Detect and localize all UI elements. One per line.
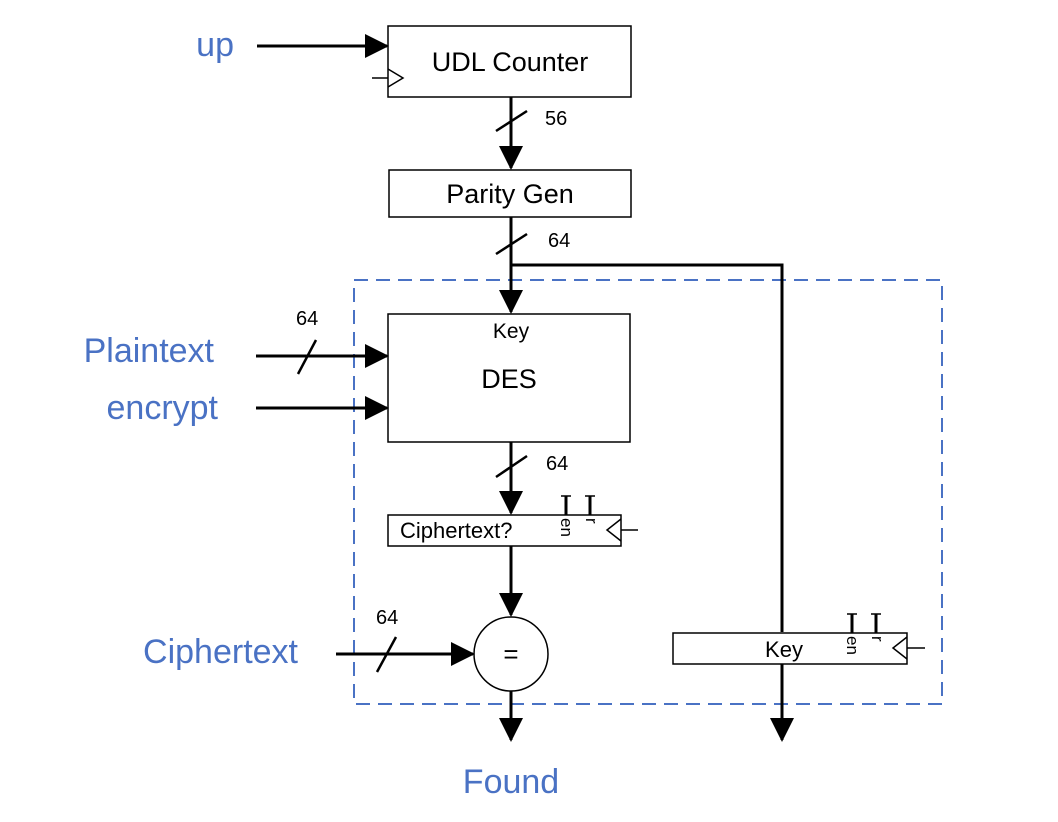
- key-register-label: Key: [765, 637, 803, 662]
- parity-gen-block: [388, 169, 632, 218]
- key-branch-wire: [511, 263, 784, 632]
- compare-symbol: =: [503, 639, 518, 669]
- plaintext-input-label: Plaintext: [84, 332, 215, 370]
- key-reg-clock-triangle: [891, 636, 908, 660]
- plaintext-bus-width: 64: [296, 308, 318, 330]
- found-output-label: Found: [463, 763, 559, 801]
- ct-reg-enable-pin: en: [557, 518, 576, 537]
- des-label: DES: [481, 364, 537, 394]
- ciphertext-bus-width: 64: [376, 607, 398, 629]
- parity-gen-label: Parity Gen: [446, 179, 574, 209]
- des-key-port-label: Key: [493, 320, 530, 343]
- counter-bus-width: 56: [545, 108, 567, 130]
- search-unit-boundary: [353, 279, 943, 705]
- udl-counter-label: UDL Counter: [432, 47, 589, 77]
- ct-reg-clock-triangle: [605, 518, 622, 542]
- des-block: [387, 313, 631, 443]
- parity-bus-slash: [495, 232, 528, 256]
- des-bus-slash: [495, 454, 528, 479]
- ciphertext-input-label: Ciphertext: [143, 633, 299, 671]
- counter-bus-slash: [495, 109, 528, 133]
- parity-bus-width: 64: [548, 230, 570, 252]
- ciphertext-register-label: Ciphertext?: [400, 518, 513, 543]
- ct-reg-reset-pin: r: [582, 518, 601, 524]
- encrypt-input-label: encrypt: [107, 389, 219, 427]
- key-reg-enable-pin: en: [843, 636, 862, 655]
- ciphertext-register: [387, 514, 622, 547]
- des-bus-width: 64: [546, 453, 568, 475]
- key-register: [672, 632, 908, 665]
- ciphertext-bus-slash: [375, 636, 398, 673]
- counter-clock-triangle: [387, 68, 405, 88]
- key-reg-reset-pin: r: [868, 636, 887, 642]
- plaintext-bus-slash: [296, 339, 318, 375]
- up-input-label: up: [196, 26, 234, 64]
